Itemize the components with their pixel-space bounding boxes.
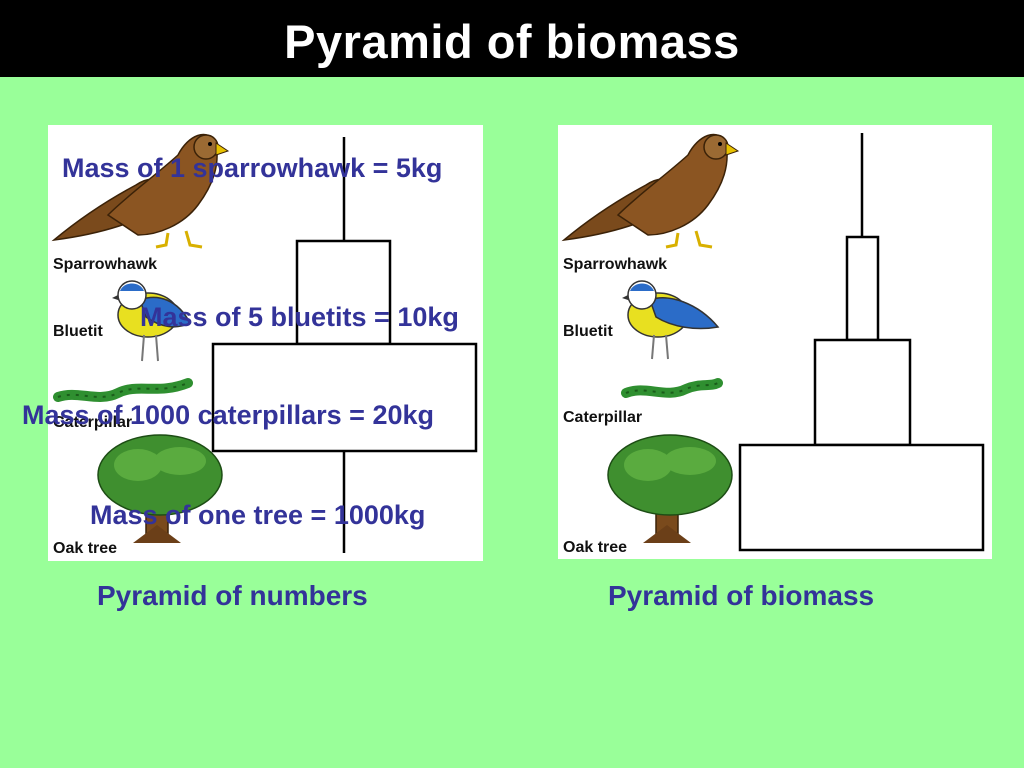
slide-title: Pyramid of biomass	[284, 15, 740, 68]
numbers-pyramid-panel: Sparrowhawk Bluetit Caterpillar Oak tree	[48, 125, 483, 561]
sparrowhawk-icon	[51, 133, 230, 249]
oak-tree-icon	[607, 434, 733, 543]
left-label-bluetit: Bluetit	[53, 323, 103, 340]
sparrowhawk-icon	[561, 133, 740, 249]
left-label-sparrowhawk: Sparrowhawk	[53, 256, 158, 273]
caterpillar-icon	[621, 378, 723, 398]
numbers-pyramid-diagram	[51, 133, 478, 553]
right-label-bluetit: Bluetit	[563, 323, 613, 340]
bluetit-icon	[112, 280, 192, 362]
biomass-pyramid-panel: Sparrowhawk Bluetit Caterpillar Oak tree	[558, 125, 992, 559]
bluetit-icon	[622, 280, 720, 360]
right-label-oak-tree: Oak tree	[563, 539, 628, 556]
caption-pyramid-of-biomass: Pyramid of biomass	[608, 580, 875, 611]
mass-label-caterpillars: Mass of 1000 caterpillars = 20kg	[22, 400, 434, 430]
biomass-level-sparrowhawk-bar	[845, 235, 880, 342]
left-label-caterpillar: Caterpillar	[53, 414, 133, 431]
caption-pyramid-of-numbers: Pyramid of numbers	[97, 580, 368, 611]
oak-tree-icon	[97, 434, 223, 543]
mass-label-bluetits: Mass of 5 bluetits = 10kg	[140, 302, 459, 332]
title-bar: Pyramid of biomass	[0, 0, 1024, 77]
numbers-level-caterpillar-bar	[211, 342, 478, 453]
right-label-sparrowhawk: Sparrowhawk	[563, 256, 668, 273]
biomass-pyramid-diagram	[561, 133, 985, 552]
mass-label-tree: Mass of one tree = 1000kg	[90, 500, 426, 530]
caterpillar-icon	[53, 378, 193, 402]
biomass-level-caterpillar-bar	[738, 443, 985, 552]
right-label-caterpillar: Caterpillar	[563, 409, 643, 426]
mass-label-sparrowhawk: Mass of 1 sparrowhawk = 5kg	[62, 153, 443, 183]
biomass-level-bluetit-bar	[813, 338, 912, 447]
left-label-oak-tree: Oak tree	[53, 540, 118, 557]
